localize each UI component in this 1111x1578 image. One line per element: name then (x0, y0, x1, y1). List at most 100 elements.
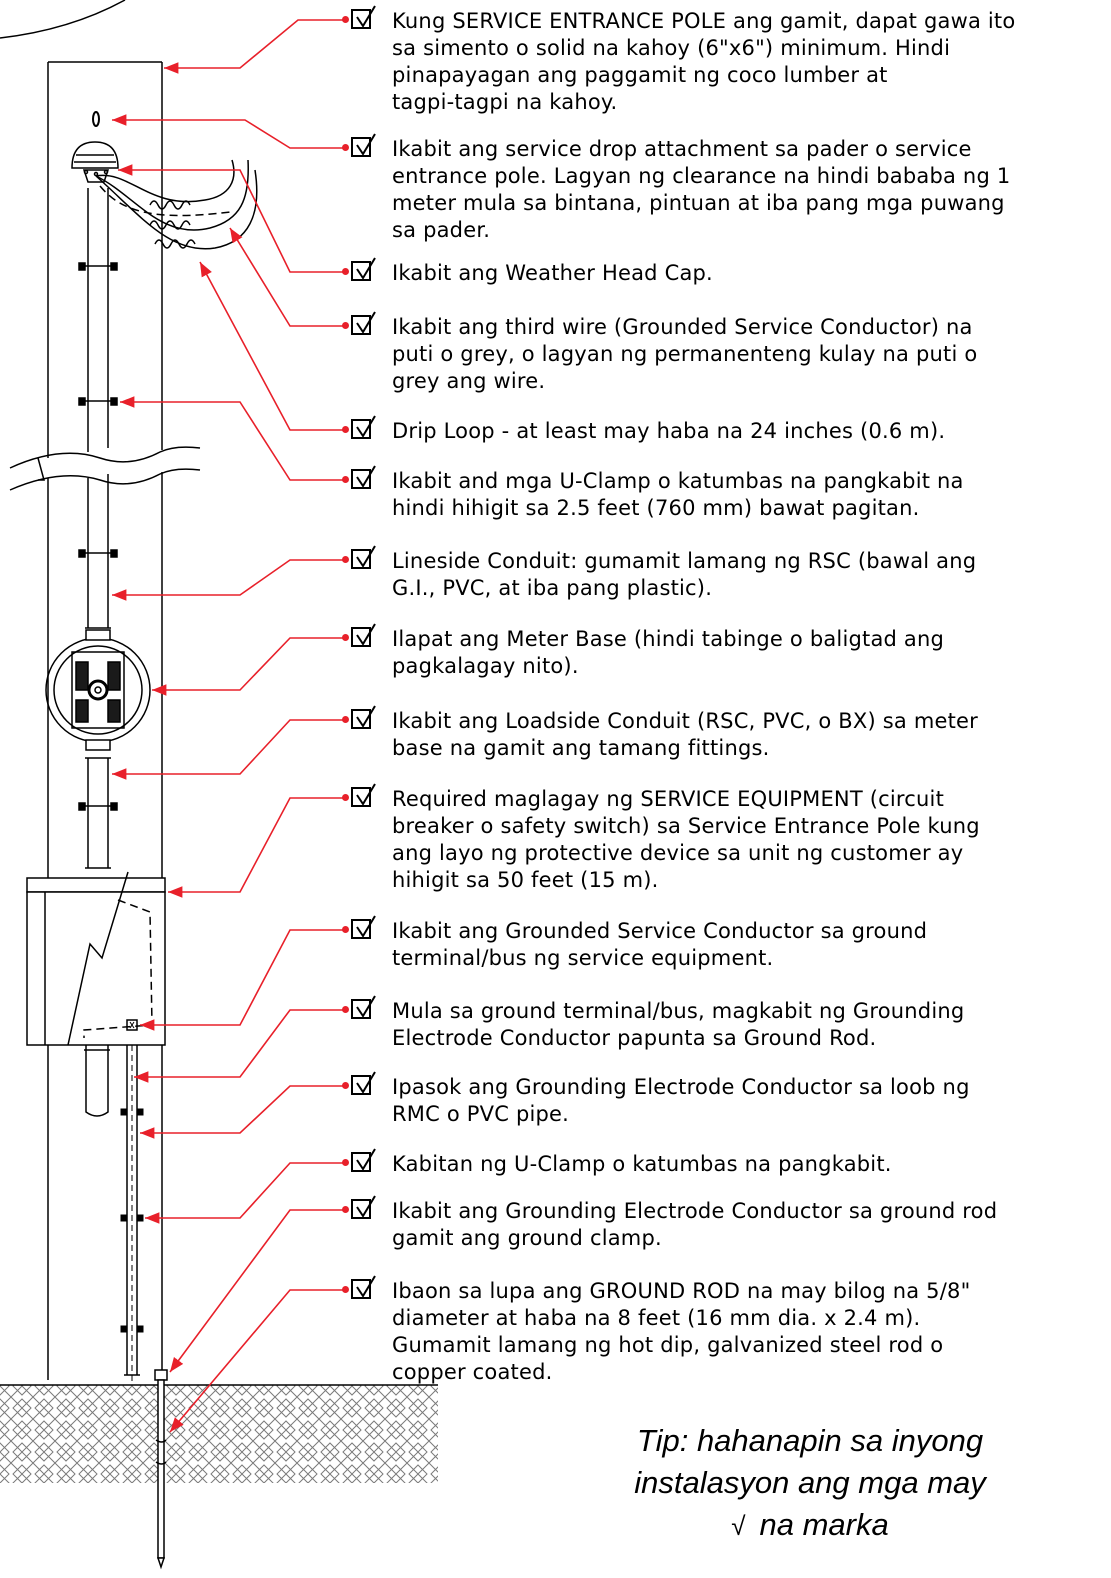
ground-rod (154, 1369, 168, 1570)
note-line: puti o grey, o lagyan ng permanenteng ku… (392, 342, 978, 366)
note-line: diameter at haba na 8 feet (16 mm dia. x… (392, 1306, 921, 1330)
grounding-electrode-pipe (124, 1045, 140, 1385)
leader-dot (342, 476, 349, 483)
note-third: Ikabit ang third wire (Grounded Service … (342, 311, 1104, 395)
leader-clamp3 (169, 1209, 343, 1373)
note-line: tagpi-tagpi na kahoy. (392, 90, 618, 114)
note-line: Ikabit ang Loadside Conduit (RSC, PVC, o… (392, 709, 978, 733)
note-line: meter mula sa bintana, pintuan at iba pa… (392, 191, 1005, 215)
note-line: hindi hihigit sa 2.5 feet (760 mm) bawat… (392, 496, 920, 520)
note-line: Gumamit lamang ng hot dip, galvanized st… (392, 1333, 944, 1357)
note-lineside: Lineside Conduit: gumamit lamang ng RSC … (342, 545, 1104, 602)
ground-soil (0, 1385, 438, 1483)
tip-line-3: √ na marka (620, 1504, 1000, 1547)
note-line: sa pader. (392, 218, 491, 242)
leader-dot (342, 144, 349, 151)
note-line: Drip Loop - at least may haba na 24 inch… (392, 419, 946, 443)
tip-line-1: Tip: hahanapin sa inyong (636, 1423, 984, 1458)
checkbox-checked-icon (351, 623, 376, 647)
leader-dot (342, 1082, 349, 1089)
lineside-conduit (85, 188, 111, 629)
tip-text: Tip: hahanapin sa inyong instalasyon ang… (620, 1420, 1000, 1547)
leader-dot (342, 1159, 349, 1166)
leader-dot (342, 426, 349, 433)
leader-dot (342, 1006, 349, 1013)
leader-uclamp (120, 396, 343, 481)
note-line: gamit ang ground clamp. (392, 1226, 662, 1250)
leader-dot (342, 268, 349, 275)
leader-dot (342, 16, 349, 23)
note-line: Ipasok ang Grounding Electrode Conductor… (392, 1075, 970, 1099)
note-line: copper coated. (392, 1360, 553, 1384)
checkbox-checked-icon (351, 1148, 376, 1172)
checkbox-checked-icon (351, 5, 376, 29)
note-rod: Ibaon sa lupa ang GROUND ROD na may bilo… (342, 1275, 1104, 1386)
loadside-conduit (85, 757, 111, 869)
leader-dot (342, 1286, 349, 1293)
leader-dot (342, 926, 349, 933)
leader-third (229, 227, 343, 327)
note-line: Kabitan ng U-Clamp o katumbas na pangkab… (392, 1152, 892, 1176)
tip-line-3-text: na marka (759, 1507, 889, 1542)
note-line: breaker o safety switch) sa Service Entr… (392, 814, 980, 838)
note-line: Ikabit ang service drop attachment sa pa… (392, 137, 972, 161)
leader-drip (199, 261, 343, 431)
note-line: G.I., PVC, at iba pang plastic). (392, 576, 713, 600)
note-line: base na gamit ang tamang fittings. (392, 736, 770, 760)
checkbox-checked-icon (351, 311, 376, 335)
note-clamp3: Ikabit ang Grounding Electrode Conductor… (342, 1195, 1104, 1252)
note-line: Ikabit ang third wire (Grounded Service … (392, 315, 973, 339)
checkbox-checked-icon (351, 705, 376, 729)
checkbox-checked-icon (351, 415, 376, 439)
note-equip: Required maglagay ng SERVICE EQUIPMENT (… (342, 783, 1104, 894)
note-gec: Mula sa ground terminal/bus, magkabit ng… (342, 995, 1104, 1052)
leader-clamp2 (145, 1162, 343, 1224)
note-line: RMC o PVC pipe. (392, 1102, 570, 1126)
note-line: sa simento o solid na kahoy (6"x6") mini… (392, 36, 951, 60)
note-line: Mula sa ground terminal/bus, magkabit ng… (392, 999, 965, 1023)
note-line: Lineside Conduit: gumamit lamang ng RSC … (392, 549, 977, 573)
leader-weather (118, 164, 343, 273)
note-line: Ibaon sa lupa ang GROUND ROD na may bilo… (392, 1279, 971, 1303)
note-line: Electrode Conductor papunta sa Ground Ro… (392, 1026, 877, 1050)
note-line: Ikabit and mga U-Clamp o katumbas na pan… (392, 469, 964, 493)
note-line: Ikabit ang Weather Head Cap. (392, 261, 713, 285)
note-weather: Ikabit ang Weather Head Cap. (342, 257, 1104, 287)
checkbox-checked-icon (351, 545, 376, 569)
note-line: Kung SERVICE ENTRANCE POLE ang gamit, da… (392, 9, 1016, 33)
break-lines (9, 446, 201, 491)
note-line: Ilapat ang Meter Base (hindi tabinge o b… (392, 627, 945, 651)
note-drip: Drip Loop - at least may haba na 24 inch… (342, 415, 1104, 445)
leader-lineside (112, 559, 343, 601)
leader-dot (342, 322, 349, 329)
leader-meter (152, 637, 343, 696)
leader-pipe (140, 1085, 343, 1139)
note-drop: Ikabit ang service drop attachment sa pa… (342, 133, 1104, 244)
note-line: Ikabit ang Grounded Service Conductor sa… (392, 919, 928, 943)
check-mark-icon: √ (731, 1511, 746, 1541)
leader-dot (342, 1206, 349, 1213)
top-arc-line (0, 0, 126, 39)
note-line: hihigit sa 50 feet (15 m). (392, 868, 659, 892)
checkbox-checked-icon (351, 133, 376, 157)
service-drop-attachment (92, 111, 100, 127)
checkbox-checked-icon (351, 1195, 376, 1219)
leader-dot (342, 556, 349, 563)
leader-loadside (112, 719, 343, 780)
checkbox-checked-icon (351, 915, 376, 939)
note-loadside: Ikabit ang Loadside Conduit (RSC, PVC, o… (342, 705, 1104, 762)
note-meter: Ilapat ang Meter Base (hindi tabinge o b… (342, 623, 1104, 680)
note-gsc: Ikabit ang Grounded Service Conductor sa… (342, 915, 1104, 972)
note-uclamp: Ikabit and mga U-Clamp o katumbas na pan… (342, 465, 1104, 522)
leader-equip (168, 797, 343, 898)
leader-dot (342, 794, 349, 801)
leader-pole (164, 19, 343, 74)
leader-dot (342, 716, 349, 723)
leader-gec (134, 1009, 343, 1083)
note-line: Ikabit ang Grounding Electrode Conductor… (392, 1199, 998, 1223)
note-line: grey ang wire. (392, 369, 546, 393)
leader-rod (169, 1289, 343, 1433)
note-pole: Kung SERVICE ENTRANCE POLE ang gamit, da… (342, 5, 1104, 116)
checkbox-checked-icon (351, 783, 376, 807)
